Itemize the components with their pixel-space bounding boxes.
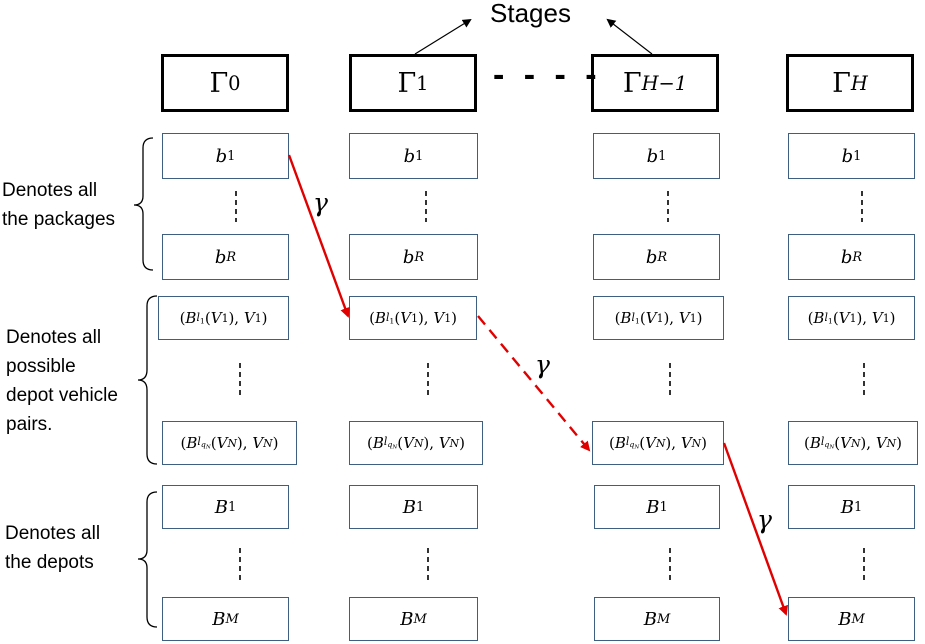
transition-arrow-2	[477, 315, 591, 452]
stages-arrow-right	[606, 18, 653, 55]
stages-arrow-left	[414, 18, 472, 55]
gamma-label-3: γ	[757, 505, 772, 534]
transition-arrow-3	[722, 442, 788, 616]
gamma-label-1: γ	[313, 188, 328, 217]
label-packages: Denotes all the packages	[2, 180, 116, 230]
label-depots: Denotes all the depots	[5, 523, 101, 573]
brace-pairs	[137, 295, 158, 465]
stages-title: Stages	[490, 0, 571, 28]
label-pairs: Denotes all possible depot vehicle pairs…	[6, 327, 118, 435]
transition-arrow-1	[287, 154, 350, 318]
gamma-label-2: γ	[535, 350, 550, 379]
brace-packages	[133, 137, 154, 271]
stage-ellipsis: - - - -	[493, 56, 602, 94]
brace-depots	[137, 491, 158, 628]
